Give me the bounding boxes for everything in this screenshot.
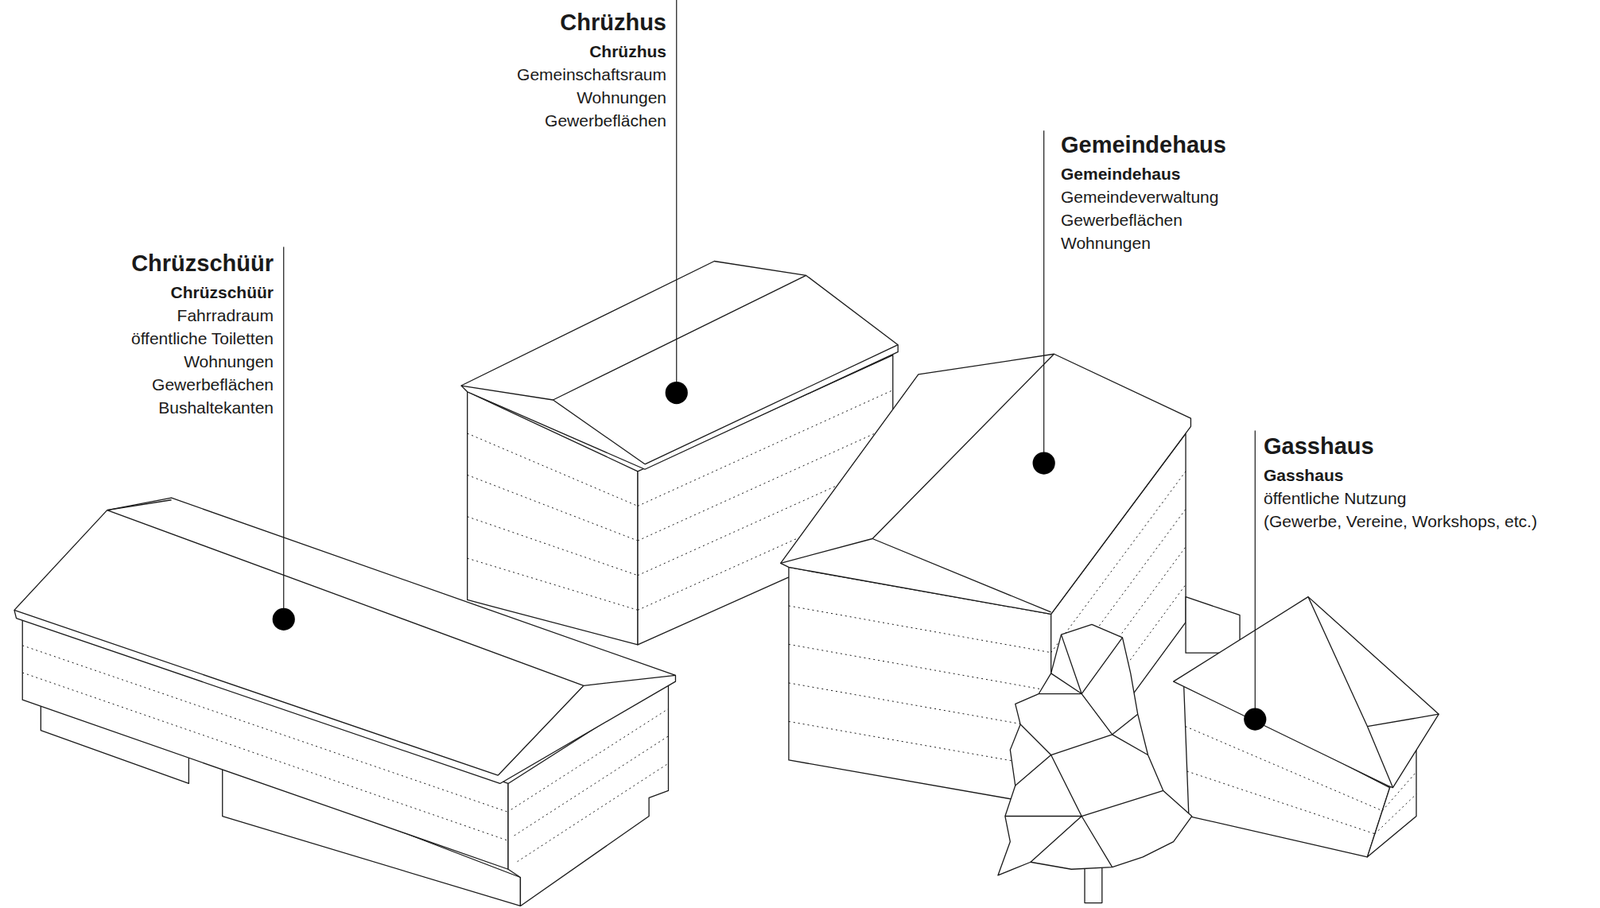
floor-line xyxy=(467,516,638,576)
use-item: Gewerbeflächen xyxy=(544,108,667,133)
use-item: Gemeinschaftsraum xyxy=(516,62,667,86)
use-item: Gewerbeflächen xyxy=(1060,208,1183,232)
building-subtitle: Gemeindehaus xyxy=(1060,162,1181,186)
leader-lines xyxy=(283,0,1256,720)
use-item: (Gewerbe, Vereine, Workshops, etc.) xyxy=(1263,509,1538,533)
use-item: Bushaltekanten xyxy=(158,396,274,420)
use-item: Wohnungen xyxy=(576,85,667,109)
floor-line xyxy=(467,474,638,541)
use-item: Gewerbeflächen xyxy=(151,372,274,397)
building-subtitle: Chrüzhus xyxy=(589,39,667,63)
tree xyxy=(998,624,1193,903)
building-subtitle: Chrüzschüür xyxy=(170,280,274,304)
use-item: öffentliche Toiletten xyxy=(131,326,274,350)
building-title: Gemeindehaus xyxy=(1060,130,1227,160)
floor-line xyxy=(788,644,1052,692)
floor-line xyxy=(788,683,1052,730)
use-item: Wohnungen xyxy=(183,349,274,373)
gasshaus-building xyxy=(1173,597,1440,858)
floor-line xyxy=(517,763,669,863)
use-item: Gemeindeverwaltung xyxy=(1060,185,1219,209)
floor-line xyxy=(788,605,1052,653)
floor-line xyxy=(467,558,638,610)
use-item: Wohnungen xyxy=(1060,231,1151,255)
building-subtitle: Gasshaus xyxy=(1263,463,1344,487)
building-title: Gasshaus xyxy=(1263,431,1375,461)
use-item: Fahrradraum xyxy=(177,303,274,327)
floor-line xyxy=(1187,771,1375,835)
callout-dots xyxy=(272,381,1267,731)
building-title: Chrüzhus xyxy=(559,7,667,37)
use-item: öffentliche Nutzung xyxy=(1263,486,1406,510)
floor-line xyxy=(1374,794,1417,835)
chruezschueuer-building xyxy=(14,497,676,906)
building-title: Chrüzschüür xyxy=(131,248,274,278)
